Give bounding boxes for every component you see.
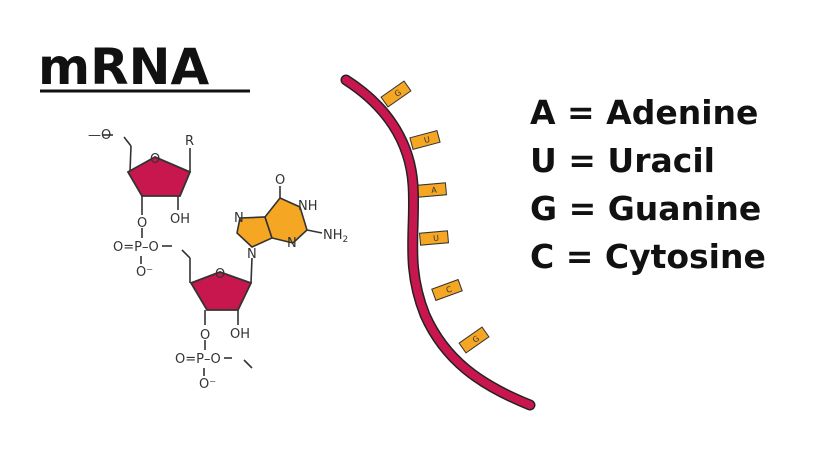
label-o-minus: O⁻ xyxy=(136,265,153,280)
label-ring-o: O xyxy=(150,152,160,167)
base-letter: C xyxy=(445,284,454,295)
label-o-top: —O xyxy=(88,128,111,143)
title: mRNA xyxy=(38,38,209,96)
label-phosphate: O=P–O xyxy=(113,240,159,255)
nucleotide-structure xyxy=(103,134,323,376)
base-letter: A xyxy=(431,186,438,195)
base-letter: U xyxy=(423,135,431,145)
label-oh: OH xyxy=(170,212,190,227)
strand-backbone xyxy=(342,76,534,409)
label-o: O xyxy=(137,216,147,231)
sugar-ring-top xyxy=(126,155,192,197)
label-phosphate: O=P–O xyxy=(175,352,221,367)
legend-item: G = Guanine xyxy=(530,189,761,228)
sugar-ring-bottom xyxy=(189,271,253,311)
base-legend: A = Adenine U = Uracil G = Guanine C = C… xyxy=(530,93,766,276)
base-letter: G xyxy=(393,88,403,99)
label-nh2: NH2 xyxy=(323,228,348,245)
label-n7: N xyxy=(234,211,244,226)
strand-base-g: G xyxy=(380,80,412,108)
mrna-strand: G U A U C G xyxy=(340,74,536,411)
strand-base-a: A xyxy=(416,182,448,198)
label-base-o: O xyxy=(275,173,285,188)
label-oh: OH xyxy=(230,327,250,342)
label-n3: N xyxy=(287,236,297,251)
legend-item: C = Cytosine xyxy=(530,237,766,276)
strand-base-g: G xyxy=(458,326,490,354)
guanine-six-ring xyxy=(264,197,308,244)
legend-item: U = Uracil xyxy=(530,141,715,180)
strand-base-u: U xyxy=(418,230,450,246)
label-r: R xyxy=(185,134,194,149)
strand-base-u: U xyxy=(409,129,441,151)
label-o: O xyxy=(200,328,210,343)
label-n9: N xyxy=(247,247,257,262)
atom-labels: —O R O OH O O=P–O O⁻ O OH O O=P–O O⁻ O N… xyxy=(88,128,348,392)
label-nh: NH xyxy=(298,199,318,214)
base-letter: U xyxy=(433,234,440,243)
label-ring-o: O xyxy=(215,267,225,282)
label-o-minus: O⁻ xyxy=(199,377,216,392)
base-letter: G xyxy=(471,334,481,345)
guanine-five-ring xyxy=(236,216,273,248)
legend-item: A = Adenine xyxy=(530,93,758,132)
strand-base-c: C xyxy=(431,278,463,302)
